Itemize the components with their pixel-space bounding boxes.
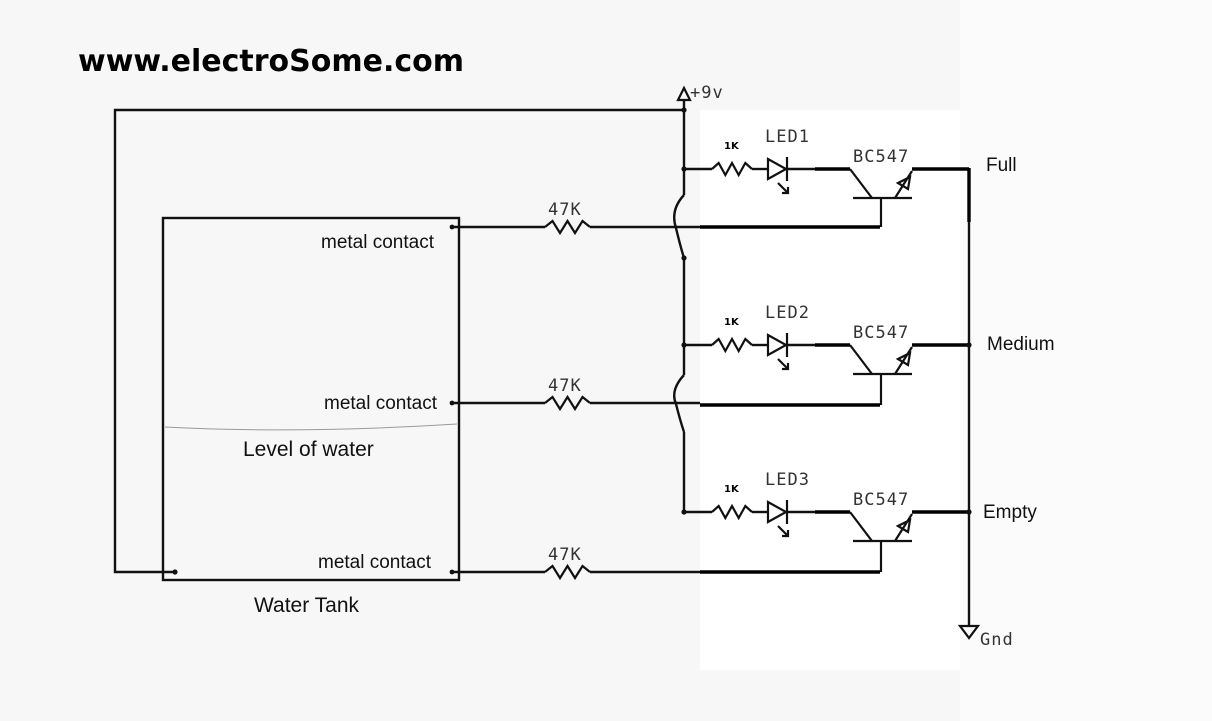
led-label: LED1 — [765, 127, 810, 147]
background-patch — [700, 110, 1000, 670]
base-resistor-label: 47K — [548, 376, 582, 396]
led-icon — [766, 333, 790, 371]
base-wire: 47K — [449, 200, 880, 236]
transistor-icon — [849, 168, 913, 227]
led-icon — [766, 157, 790, 195]
led-icon — [766, 500, 790, 538]
led-label: LED3 — [765, 470, 810, 490]
water-level-label: Level of water — [243, 438, 374, 461]
ground-symbol — [957, 624, 981, 640]
ground-label: Gnd — [980, 630, 1014, 650]
transistor-label: BC547 — [853, 490, 909, 510]
led-resistor-label: 1K — [724, 317, 740, 328]
base-wire: 47K — [449, 545, 880, 581]
led-label: LED2 — [765, 303, 810, 323]
metal-contact-label: metal contact — [321, 232, 435, 253]
led-resistor-label: 1K — [724, 484, 740, 495]
base-resistor-label: 47K — [548, 200, 582, 220]
output-label-full: Full — [986, 155, 1017, 176]
base-resistor — [544, 563, 591, 581]
output-label-medium: Medium — [987, 334, 1055, 355]
transistor-icon — [849, 344, 913, 405]
led-resistor — [711, 336, 753, 354]
metal-contact-label: metal contact — [318, 552, 432, 573]
base-resistor-label: 47K — [548, 545, 582, 565]
water-level-line — [164, 423, 458, 431]
supply-label: +9v — [690, 83, 724, 103]
brand-text: www.electroSome.com — [78, 44, 464, 79]
output-label-empty: Empty — [983, 502, 1037, 523]
led-resistor — [711, 503, 753, 521]
led-resistor — [711, 160, 753, 178]
transistor-icon — [849, 511, 913, 572]
water-tank — [161, 216, 461, 582]
transistor-label: BC547 — [853, 323, 909, 343]
led-resistor-label: 1K — [724, 141, 740, 152]
ground-bus — [966, 168, 972, 625]
base-wire: 47K — [449, 376, 880, 412]
metal-contact-label: metal contact — [324, 393, 438, 414]
tank-title: Water Tank — [254, 594, 360, 617]
supply-wire — [113, 107, 687, 575]
base-resistor — [544, 218, 591, 236]
transistor-label: BC547 — [853, 147, 909, 167]
base-resistor — [544, 394, 591, 412]
background-patch — [960, 0, 1212, 721]
supply-bus — [673, 110, 687, 515]
positive-supply-symbol — [676, 85, 692, 108]
